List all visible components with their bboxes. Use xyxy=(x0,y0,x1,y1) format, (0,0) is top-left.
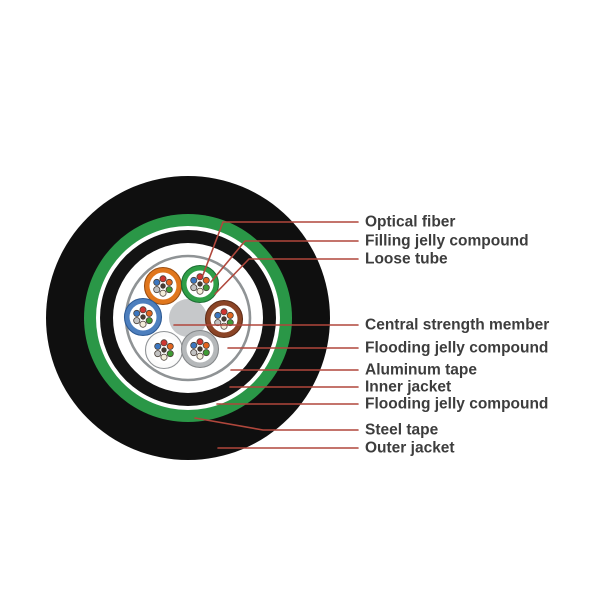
callout-label-flooding-jelly-compound-outer: Flooding jelly compound xyxy=(365,396,548,413)
loose-tube-orange-fiber-5 xyxy=(153,278,161,286)
loose-tube-green-fiber-5 xyxy=(190,276,198,284)
loose-tube-gray-fiber-2 xyxy=(202,349,210,357)
callout-label-aluminum-tape: Aluminum tape xyxy=(365,362,477,379)
loose-tube-brown-fiber-center xyxy=(221,316,227,322)
callout-line-steel-tape xyxy=(194,417,359,431)
layer-central-strength-member xyxy=(169,299,207,337)
loose-tube-green-fiber-2 xyxy=(202,284,210,292)
callout-label-outer-jacket: Outer jacket xyxy=(365,440,455,457)
loose-tube-white-fiber-3 xyxy=(160,353,168,361)
loose-tube-blue-fiber-center xyxy=(140,314,146,320)
callout-line-loose-tube xyxy=(214,258,359,295)
loose-tube-orange-fiber-1 xyxy=(165,278,173,286)
loose-tube-white-fiber-center xyxy=(161,347,167,353)
loose-tube-blue-fiber-5 xyxy=(133,309,141,317)
loose-tube-blue-fiber-1 xyxy=(145,309,153,317)
loose-tube-orange-fiber-2 xyxy=(165,286,173,294)
loose-tube-green-fiber-0 xyxy=(196,273,204,281)
callout-label-inner-jacket: Inner jacket xyxy=(365,379,451,396)
loose-tube-orange-fiber-0 xyxy=(159,275,167,283)
callout-label-central-strength-member: Central strength member xyxy=(365,317,549,334)
callout-line-filling-jelly-compound xyxy=(210,240,359,283)
loose-tube-blue-fiber-4 xyxy=(133,317,141,325)
loose-tube-blue-fiber-0 xyxy=(139,306,147,314)
loose-tube-brown-fiber-0 xyxy=(220,308,228,316)
loose-tube-white-fiber-4 xyxy=(154,350,162,358)
callout-label-steel-tape: Steel tape xyxy=(365,422,439,439)
loose-tube-gray-fiber-1 xyxy=(202,341,210,349)
loose-tube-white-fiber-5 xyxy=(154,342,162,350)
loose-tube-green-fiber-1 xyxy=(202,276,210,284)
callout-label-loose-tube: Loose tube xyxy=(365,251,448,268)
loose-tube-gray-fiber-3 xyxy=(196,352,204,360)
loose-tube-white-fiber-0 xyxy=(160,339,168,347)
loose-tube-orange-fiber-4 xyxy=(153,286,161,294)
loose-tube-green-fiber-3 xyxy=(196,287,204,295)
loose-tube-blue-fiber-3 xyxy=(139,320,147,328)
callout-label-optical-fiber: Optical fiber xyxy=(365,214,455,231)
loose-tube-brown-fiber-3 xyxy=(220,322,228,330)
loose-tube-brown-fiber-5 xyxy=(214,311,222,319)
loose-tube-blue-fiber-2 xyxy=(145,317,153,325)
loose-tube-green-fiber-center xyxy=(197,281,203,287)
callout-line-optical-fiber xyxy=(202,221,359,276)
loose-tube-brown-fiber-1 xyxy=(226,311,234,319)
loose-tube-orange-fiber-center xyxy=(160,283,166,289)
loose-tube-gray-fiber-center xyxy=(197,346,203,352)
loose-tube-white-fiber-2 xyxy=(166,350,174,358)
callout-label-filling-jelly-compound: Filling jelly compound xyxy=(365,233,529,250)
loose-tube-white-fiber-1 xyxy=(166,342,174,350)
loose-tube-orange-fiber-3 xyxy=(159,289,167,297)
loose-tube-gray-fiber-5 xyxy=(190,341,198,349)
loose-tube-gray-fiber-4 xyxy=(190,349,198,357)
loose-tube-gray-fiber-0 xyxy=(196,338,204,346)
callout-label-flooding-jelly-compound-core: Flooding jelly compound xyxy=(365,340,548,357)
loose-tube-green-fiber-4 xyxy=(190,284,198,292)
